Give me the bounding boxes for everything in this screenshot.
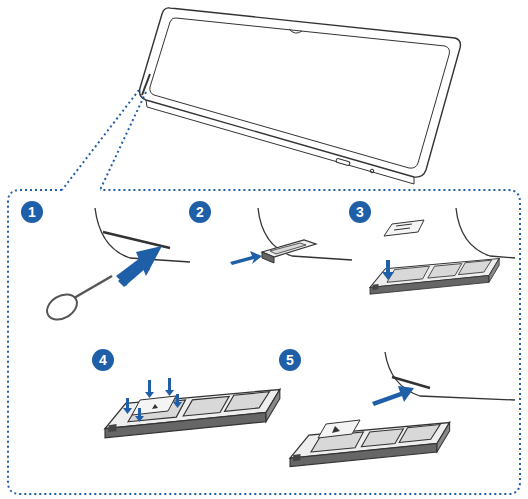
callout-circle xyxy=(21,201,371,371)
step-pull-tray xyxy=(230,208,352,265)
step-eject-pin xyxy=(43,208,190,325)
callout-number: 4 xyxy=(92,349,114,371)
callout-number: 3 xyxy=(349,201,371,223)
zoom-frame xyxy=(8,90,520,494)
step-press-card xyxy=(105,378,280,438)
step-insert-tray xyxy=(290,352,515,467)
callout-number: 5 xyxy=(279,349,301,371)
step-place-card xyxy=(370,208,515,294)
callout-number: 1 xyxy=(21,201,43,223)
phone-illustration xyxy=(140,8,461,184)
callout-number: 2 xyxy=(189,201,211,223)
